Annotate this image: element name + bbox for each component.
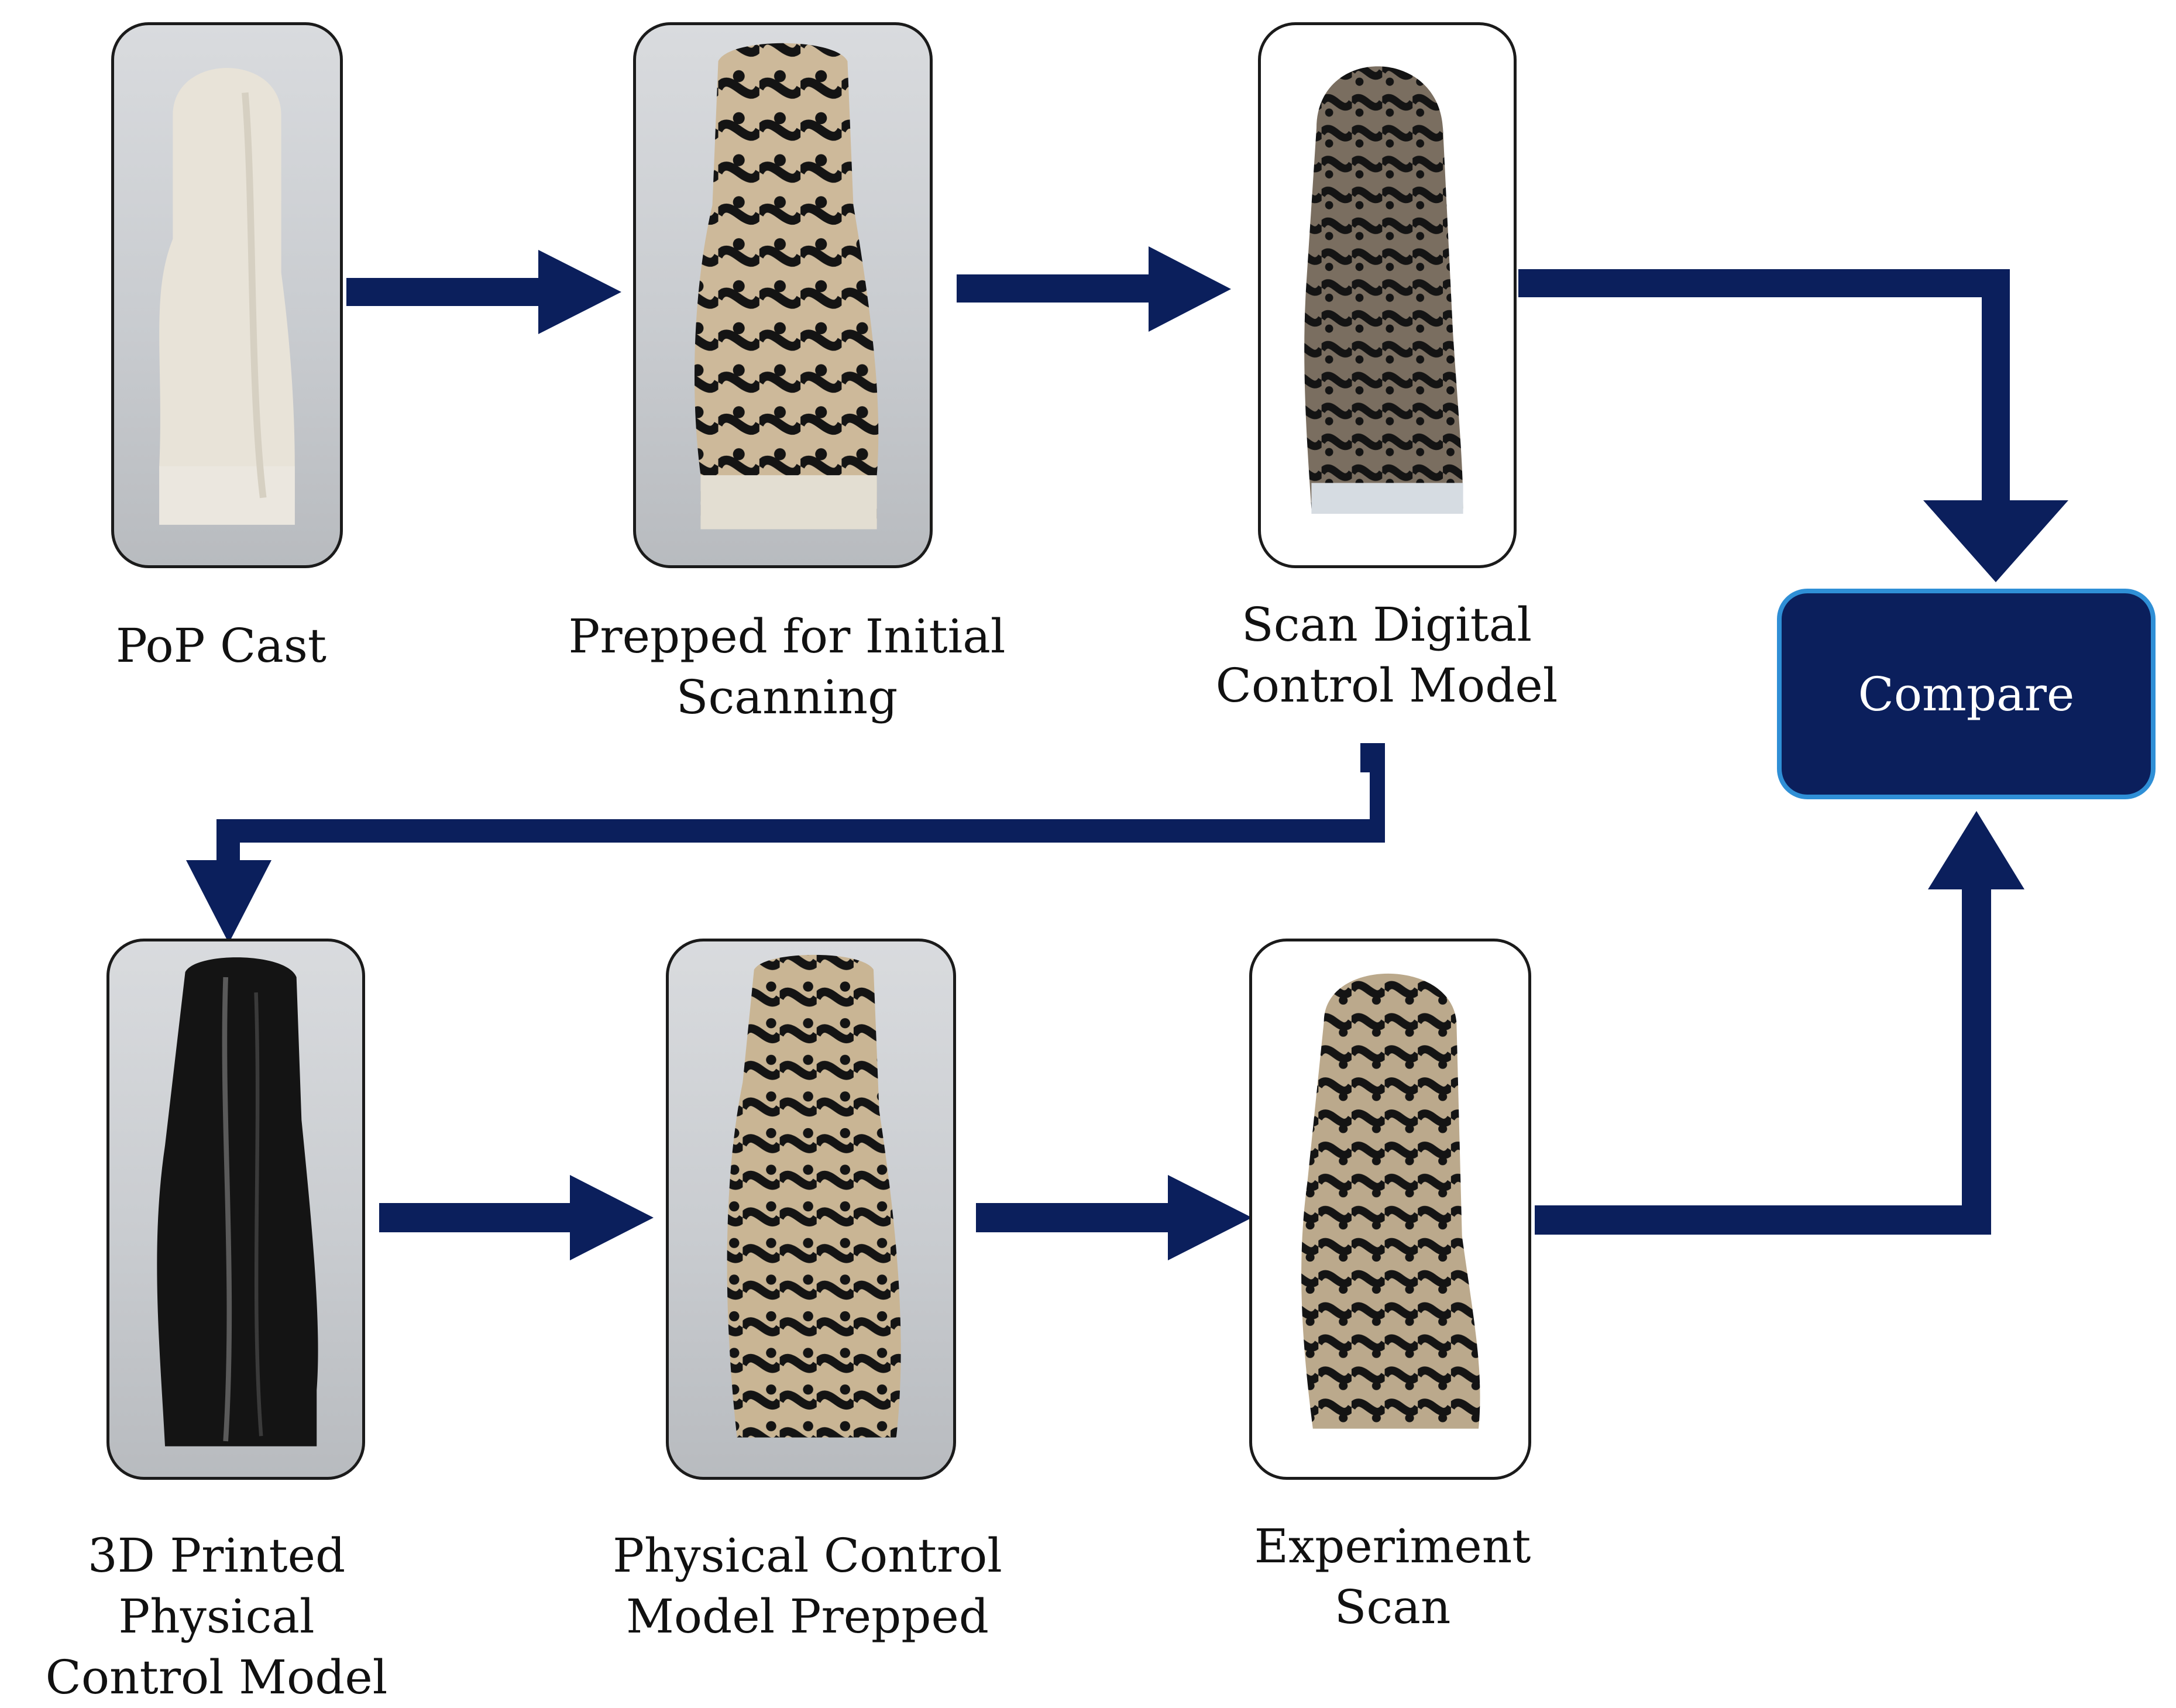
step-3-label: Scan Digital Control Model [1215,597,1558,713]
step-2-image-card [633,22,933,568]
step-5-image-card [666,939,956,1480]
arrow-3-to-4 [186,743,1385,943]
prepped-cast-image [694,43,879,530]
printed-model-image [157,957,318,1446]
step-4-image-card [106,939,365,1480]
arrow-1-to-2 [346,250,621,334]
compare-box: Compare [1777,589,2156,799]
experiment-scan-image [1301,973,1480,1429]
flow-arrows [186,246,2068,1260]
digital-scan-image [1304,66,1463,514]
step-4-label: 3D Printed Physical Control Model [45,1528,388,1704]
arrow-6-to-compare [1535,811,2024,1235]
step-3-image-card [1258,22,1517,568]
step-1-image-card [111,22,343,568]
prepped-model-image [727,954,901,1438]
arrow-3-to-compare [1518,269,2068,582]
pop-cast-image [159,68,295,525]
step-2-label: Prepped for Initial Scanning [568,609,1006,724]
compare-label: Compare [1858,666,2075,721]
workflow-diagram: PoP Cast Prepped for Initial Scanning Sc… [46,22,2156,1704]
step-6-label: Experiment Scan [1254,1519,1531,1634]
step-6-image-card [1249,939,1531,1480]
step-5-label: Physical Control Model Prepped [613,1528,1002,1644]
arrow-5-to-6 [976,1175,1252,1260]
arrow-2-to-3 [957,246,1231,332]
step-1-label: PoP Cast [115,618,327,673]
arrow-4-to-5 [379,1175,654,1260]
